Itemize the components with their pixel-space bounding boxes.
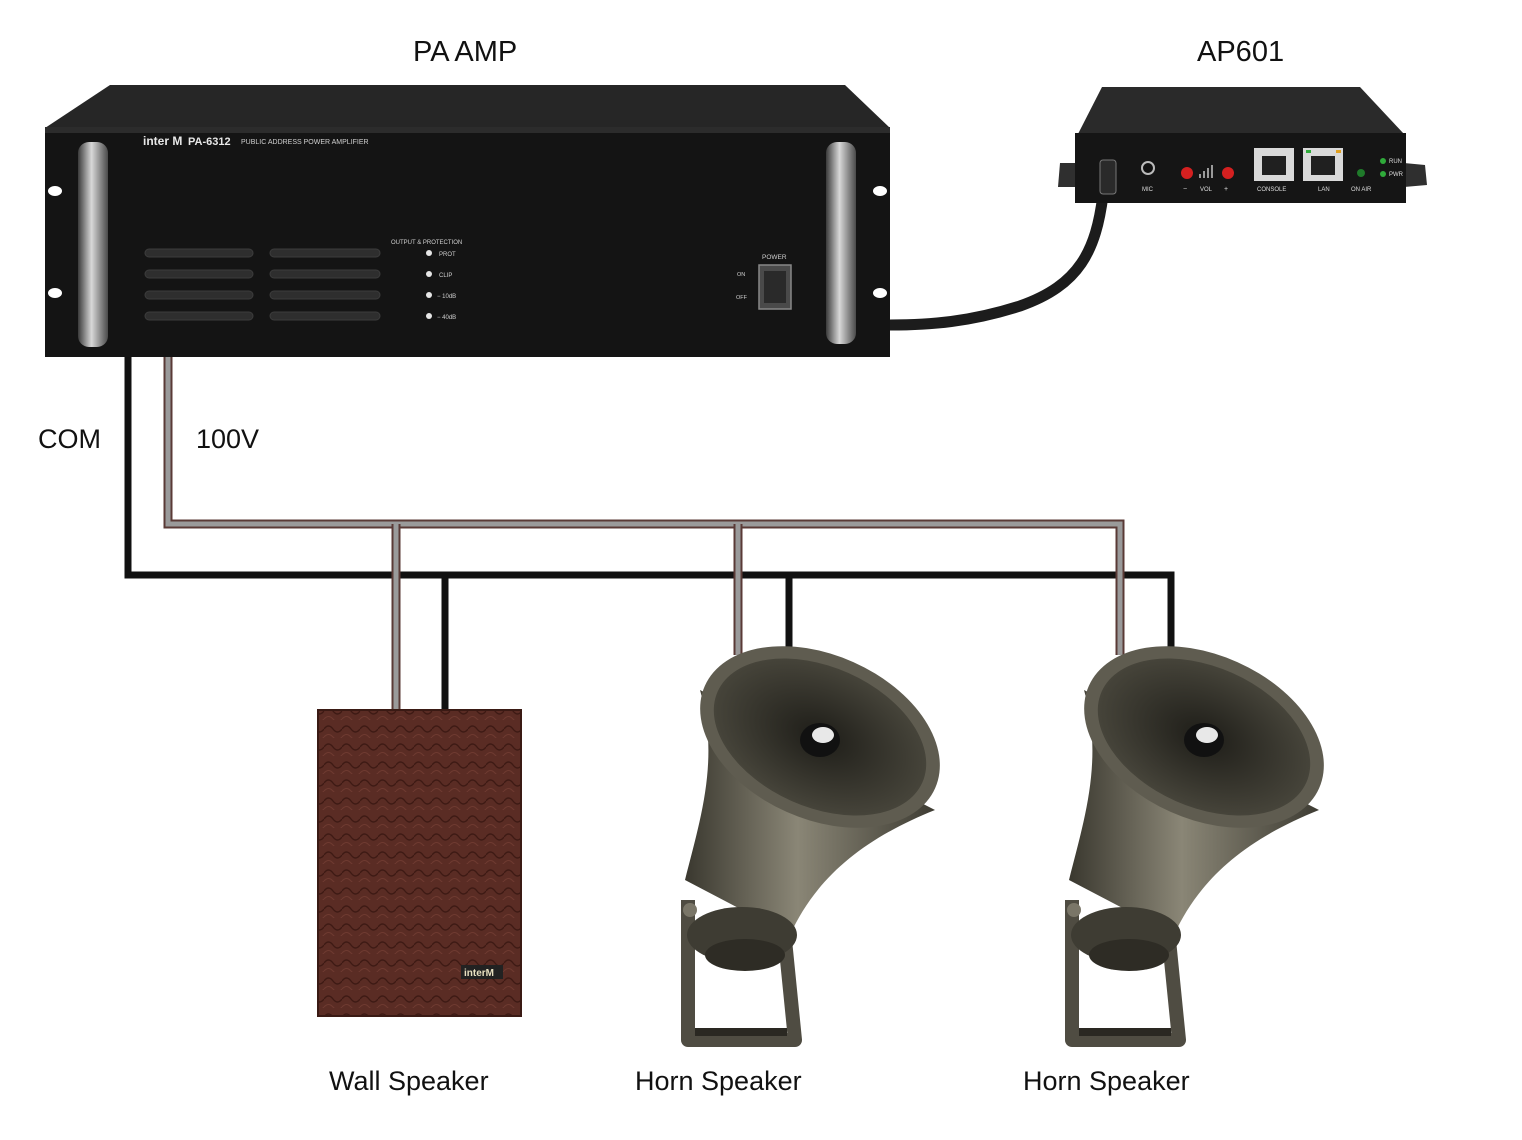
pwr-led	[1380, 171, 1386, 177]
wall-speaker: interM	[317, 709, 522, 1017]
lan-label: LAN	[1318, 187, 1330, 193]
output-title: OUTPUT & PROTECTION	[391, 240, 462, 246]
100v-label: 100V	[196, 424, 260, 454]
on-air-led	[1357, 169, 1365, 177]
vol-label: VOL	[1200, 187, 1213, 193]
power-off-label: OFF	[736, 295, 748, 301]
right-handle	[826, 142, 856, 344]
pwr-label: PWR	[1389, 172, 1404, 178]
wall-speaker-label: Wall Speaker	[329, 1066, 489, 1096]
vol-down-button[interactable]	[1181, 167, 1193, 179]
run-label: RUN	[1389, 159, 1402, 165]
amp-model: PA-6312	[188, 136, 231, 148]
power-title: POWER	[762, 254, 787, 261]
cable-plug	[1099, 159, 1117, 195]
ap601-label: AP601	[1197, 36, 1285, 68]
status-leds	[426, 250, 432, 319]
wiring	[124, 189, 1175, 712]
led-40db-label: − 40dB	[437, 315, 456, 321]
run-led	[1380, 158, 1386, 164]
led-10db-label: − 10dB	[437, 294, 456, 300]
ap601-device: MIC − VOL + CONSOLE LAN ON AIR RUN PWR	[1058, 87, 1427, 203]
left-handle	[78, 142, 108, 347]
amp-brand: inter M	[143, 134, 182, 148]
led-prot-label: PROT	[439, 252, 456, 258]
horn-speaker-1	[681, 646, 940, 1047]
amp-description: PUBLIC ADDRESS POWER AMPLIFIER	[241, 139, 369, 146]
com-label: COM	[38, 424, 101, 454]
mic-jack[interactable]	[1141, 161, 1155, 175]
mic-label: MIC	[1142, 187, 1154, 193]
wall-speaker-badge: interM	[464, 968, 494, 979]
power-on-label: ON	[737, 272, 745, 278]
pa-amplifier: inter M PA-6312 PUBLIC ADDRESS POWER AMP…	[45, 85, 890, 357]
rack-holes	[48, 186, 887, 298]
horn-speaker-2	[1065, 646, 1324, 1047]
console-label: CONSOLE	[1257, 187, 1286, 193]
vol-plus-label: +	[1224, 186, 1228, 193]
ap601-amp-cable	[884, 189, 1109, 331]
volume-bars	[1199, 165, 1213, 178]
100v-wire-edge	[163, 355, 1125, 655]
on-air-label: ON AIR	[1351, 187, 1372, 193]
vol-up-button[interactable]	[1222, 167, 1234, 179]
horn-speaker-1-label: Horn Speaker	[635, 1066, 802, 1096]
100v-wire	[165, 355, 1123, 655]
horn-speaker-2-label: Horn Speaker	[1023, 1066, 1190, 1096]
vent-slots	[144, 248, 381, 321]
vol-minus-label: −	[1183, 186, 1187, 193]
led-clip-label: CLIP	[439, 273, 452, 279]
com-wire	[124, 355, 1175, 655]
amp-label: PA AMP	[413, 36, 518, 68]
